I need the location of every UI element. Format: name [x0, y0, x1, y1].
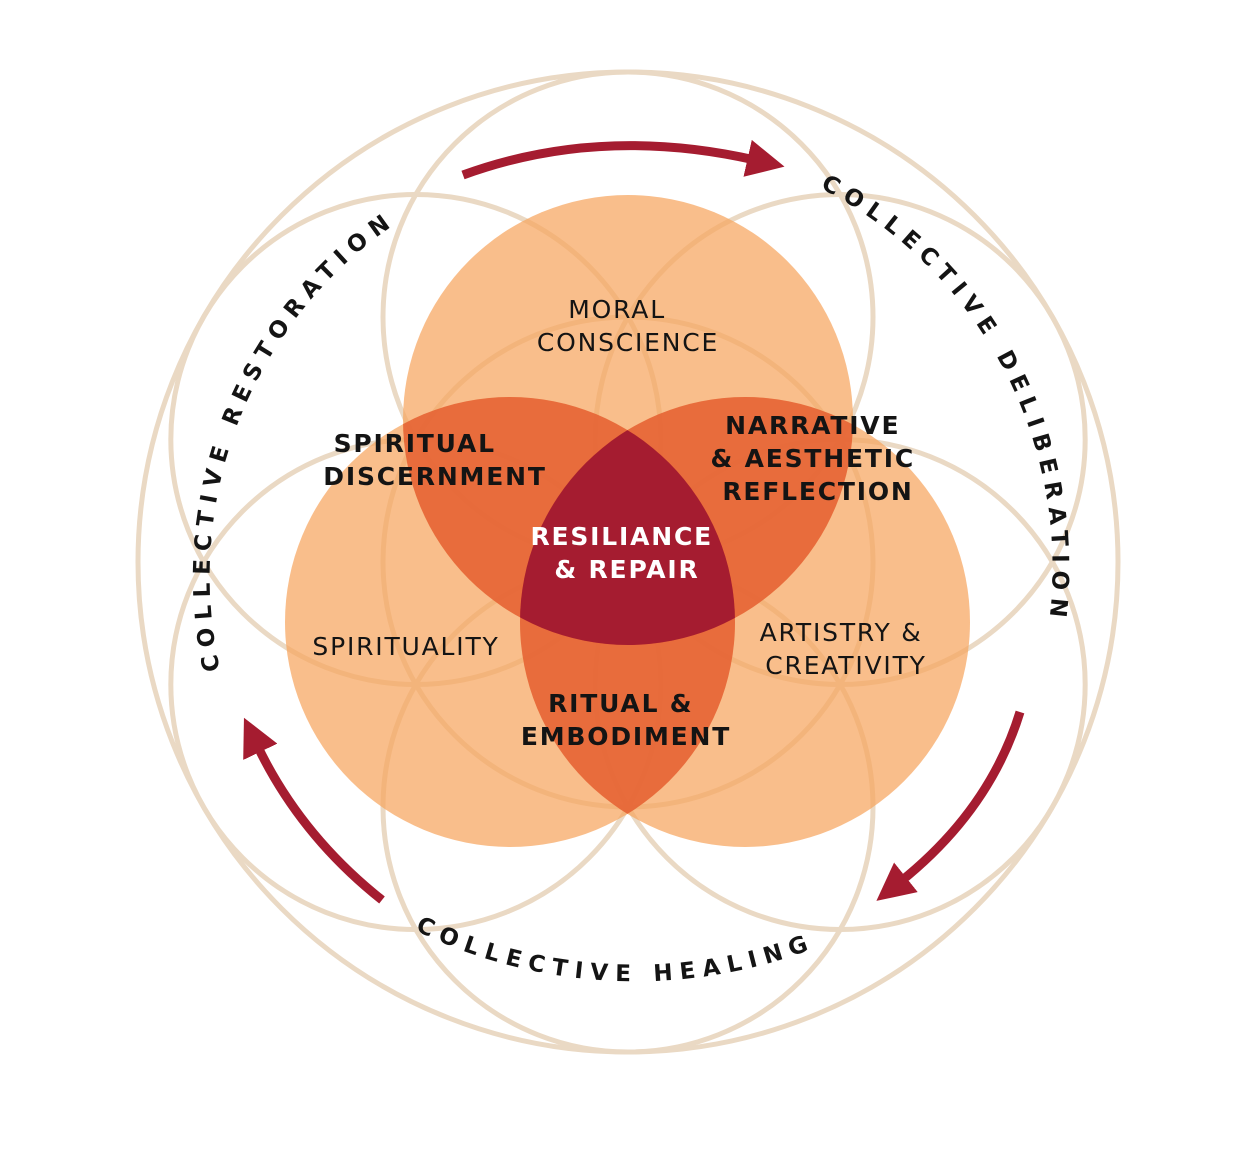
- arrow-top: [461, 139, 785, 180]
- label-ritual-embodiment: RITUAL & EMBODIMENT: [521, 689, 731, 751]
- label-resiliance-repair: RESILIANCE & REPAIR: [530, 522, 723, 584]
- arrow-left: [243, 717, 385, 904]
- arrow-right: [876, 710, 1025, 901]
- label-narrative-reflection: NARRATIVE & AESTHETIC REFLECTION: [710, 411, 925, 506]
- label-spiritual-discernment: SPIRITUAL DISCERNMENT: [323, 429, 546, 491]
- overlap-center-resiliance: [520, 397, 735, 645]
- outer-boundary-ring: [135, 69, 1121, 1055]
- label-spirituality: SPIRITUALITY: [312, 632, 499, 661]
- label-moral-conscience: MORAL CONSCIENCE: [537, 295, 719, 357]
- cycle-arrows: [243, 139, 1025, 904]
- label-artistry-creativity: ARTISTRY & CREATIVITY: [760, 618, 933, 680]
